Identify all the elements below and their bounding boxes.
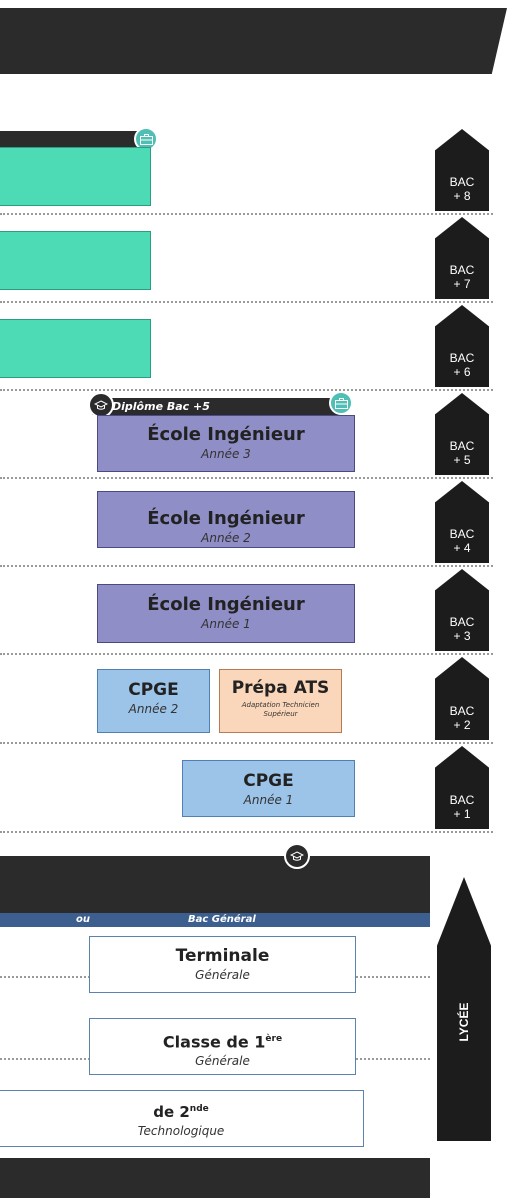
box-title: École Ingénieur — [147, 508, 305, 529]
lycee-label: LYCÉE — [457, 1002, 471, 1042]
divider — [0, 565, 493, 567]
seconde-box: de 2nde Technologique — [0, 1090, 364, 1147]
divider — [0, 389, 493, 391]
box-subtitle: Année 2 — [201, 531, 251, 545]
level-label: BAC + 3 — [449, 615, 475, 643]
box-title: École Ingénieur — [147, 424, 305, 445]
lycee-top-bar — [0, 856, 430, 913]
divider — [0, 653, 493, 655]
box-subtitle: Générale — [195, 968, 250, 982]
box-title: CPGE — [243, 771, 294, 791]
divider — [0, 831, 493, 833]
box-title: Classe de 1ère — [162, 1032, 283, 1052]
cpge-annee-1: CPGE Année 1 — [182, 760, 355, 817]
level-label: BAC + 5 — [449, 439, 475, 467]
doctorate-year-1 — [0, 319, 151, 378]
level-marker: BAC + 1 — [435, 746, 489, 829]
doctorate-bar — [0, 131, 140, 148]
bac-header-bar: ou Bac Général — [0, 913, 430, 927]
prepa-ats: Prépa ATS Adaptation Technicien Supérieu… — [219, 669, 342, 733]
box-subtitle: Année 1 — [243, 793, 294, 807]
level-label: BAC + 6 — [449, 351, 475, 379]
level-marker: BAC + 4 — [435, 481, 489, 563]
or-label: ou — [76, 914, 90, 925]
bac-general-label: Bac Général — [188, 914, 256, 925]
level-label: BAC + 1 — [449, 793, 475, 821]
box-title: de 2nde — [153, 1103, 209, 1121]
level-label: BAC + 7 — [449, 263, 475, 291]
level-marker: BAC + 2 — [435, 657, 489, 740]
level-label: BAC + 4 — [449, 527, 475, 555]
lycee-marker: LYCÉE — [437, 877, 491, 1141]
level-marker: BAC + 8 — [435, 129, 489, 211]
level-label: BAC + 8 — [449, 175, 475, 203]
level-marker: BAC + 3 — [435, 569, 489, 651]
top-banner — [0, 8, 507, 74]
divider — [0, 213, 493, 215]
level-marker: BAC + 5 — [435, 393, 489, 475]
box-title: École Ingénieur — [147, 594, 305, 615]
premiere-box: Classe de 1ère Générale — [89, 1018, 356, 1075]
briefcase-icon — [329, 391, 353, 415]
box-subtitle: Année 1 — [201, 617, 251, 631]
box-title: Prépa ATS — [231, 678, 330, 698]
ecole-ingenieur-annee-3: École Ingénieur Année 3 — [97, 415, 355, 472]
box-subtitle: Adaptation Technicien Supérieur — [241, 701, 320, 718]
box-title: Terminale — [175, 946, 270, 966]
divider — [0, 301, 493, 303]
cpge-annee-2: CPGE Année 2 — [97, 669, 210, 733]
ecole-ingenieur-annee-1: École Ingénieur Année 1 — [97, 584, 355, 643]
graduation-cap-icon — [284, 843, 310, 869]
diploma-bar: Diplôme Bac +5 — [92, 398, 340, 415]
box-subtitle: Générale — [195, 1054, 250, 1069]
box-subtitle: Technologique — [137, 1124, 225, 1138]
diploma-label: Diplôme Bac +5 — [112, 400, 210, 413]
box-title: CPGE — [128, 680, 179, 700]
ecole-ingenieur-annee-2: École Ingénieur Année 2 — [97, 491, 355, 548]
divider — [0, 742, 493, 744]
doctorate-year-3 — [0, 147, 151, 206]
lycee-bottom-bar — [0, 1158, 430, 1198]
divider — [0, 477, 493, 479]
doctorate-year-2 — [0, 231, 151, 290]
level-label: BAC + 2 — [449, 704, 475, 732]
box-subtitle: Année 3 — [201, 447, 251, 461]
level-marker: BAC + 6 — [435, 305, 489, 387]
level-marker: BAC + 7 — [435, 217, 489, 299]
box-subtitle: Année 2 — [128, 702, 179, 716]
terminale-box: Terminale Générale — [89, 936, 356, 993]
